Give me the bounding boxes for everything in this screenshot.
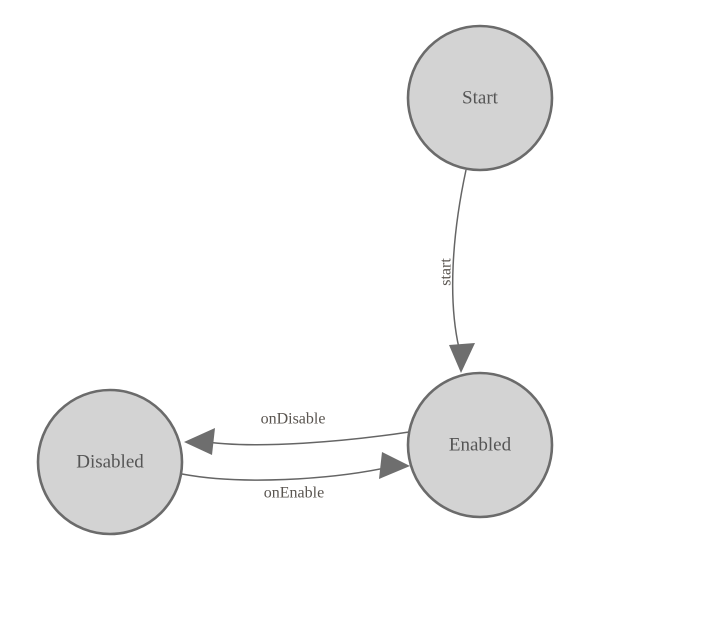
node-start-circle[interactable] (406, 24, 554, 172)
edge-disabled-to-enabled[interactable]: onEnable (181, 452, 410, 502)
edge-disabled-to-enabled-path (181, 466, 391, 481)
node-start[interactable]: Start (406, 24, 554, 172)
node-enabled[interactable]: Enabled (406, 371, 554, 519)
edge-start-to-enabled[interactable]: start (438, 169, 476, 373)
edge-start-to-enabled-path (451, 169, 467, 349)
arrowhead-into-enabled-top (449, 343, 475, 373)
edge-label-onenable: onEnable (264, 485, 324, 502)
node-disabled-circle[interactable] (36, 388, 184, 536)
edge-enabled-to-disabled-path (199, 431, 410, 446)
node-disabled[interactable]: Disabled (36, 388, 184, 536)
node-enabled-circle[interactable] (406, 371, 554, 519)
arrowhead-into-disabled (184, 428, 215, 455)
edge-label-ondisable: onDisable (261, 411, 326, 428)
arrowhead-into-enabled-left (379, 452, 410, 479)
edge-enabled-to-disabled[interactable]: onDisable (184, 411, 410, 456)
